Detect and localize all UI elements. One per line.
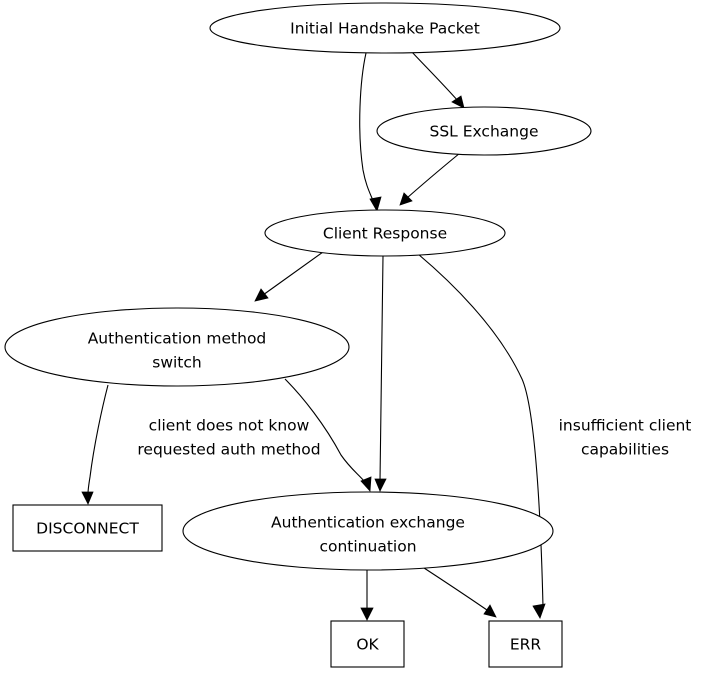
edge-auth-exchange-continuation-to-err (420, 565, 497, 618)
node-disconnect[interactable]: DISCONNECT (12, 504, 163, 552)
node-label-line-1: Authentication method (88, 330, 267, 348)
edge-client-response-to-err (417, 253, 546, 619)
edge-label-line-2: capabilities (581, 441, 669, 459)
node-initial-handshake-packet[interactable]: Initial Handshake Packet (209, 2, 561, 54)
node-err[interactable]: ERR (488, 620, 563, 668)
edge-ssl-exchange-to-client-response (399, 152, 461, 206)
edge-label-insufficient-client-capabilities: insufficient client capabilities (559, 417, 692, 459)
node-label-line-1: Authentication exchange (271, 514, 465, 532)
edge-path (379, 255, 384, 482)
node-authentication-exchange-continuation[interactable]: Authentication exchange continuation (182, 491, 554, 571)
edge-auth-exchange-continuation-to-ok (360, 570, 374, 621)
edge-path (417, 253, 544, 608)
edge-label-line-1: client does not know (149, 417, 310, 435)
node-ok[interactable]: OK (330, 620, 405, 668)
node-label: Initial Handshake Packet (290, 20, 480, 38)
node-ellipse[interactable] (376, 106, 592, 156)
node-ellipse[interactable] (4, 307, 350, 387)
arrowhead-icon (532, 603, 546, 619)
node-ssl-exchange[interactable]: SSL Exchange (376, 106, 592, 156)
node-label: SSL Exchange (430, 123, 539, 141)
node-ellipse[interactable] (209, 2, 561, 54)
edge-initial-handshake-to-client-response (359, 52, 382, 213)
arrowhead-icon (369, 196, 382, 213)
arrowhead-icon (451, 95, 465, 109)
node-box[interactable] (330, 620, 405, 668)
arrowhead-icon (254, 288, 269, 302)
edge-path (406, 152, 461, 199)
edge-label-line-2: requested auth method (137, 441, 320, 459)
edge-path (284, 378, 366, 483)
arrowhead-icon (81, 491, 94, 505)
edge-auth-method-switch-to-auth-exchange-continuation (284, 378, 372, 492)
arrowhead-icon (399, 192, 413, 206)
node-label: DISCONNECT (36, 520, 139, 538)
node-label: ERR (510, 636, 542, 654)
edge-client-response-to-auth-method-switch (254, 251, 324, 302)
node-ellipse[interactable] (264, 209, 506, 257)
node-label: Client Response (323, 225, 447, 243)
node-label: OK (356, 636, 379, 654)
node-box[interactable] (12, 504, 163, 552)
node-ellipse[interactable] (182, 491, 554, 571)
edge-label-line-1: insufficient client (559, 417, 692, 435)
node-label-line-2: continuation (319, 538, 416, 556)
arrowhead-icon (374, 478, 387, 492)
node-box[interactable] (488, 620, 563, 668)
arrowhead-icon (360, 607, 374, 621)
node-authentication-method-switch[interactable]: Authentication method switch (4, 307, 350, 387)
node-label-line-2: switch (152, 354, 201, 372)
edge-path (420, 565, 488, 611)
edge-path (262, 251, 324, 296)
node-client-response[interactable]: Client Response (264, 209, 506, 257)
edge-client-response-to-auth-exchange-continuation (374, 255, 387, 492)
edge-auth-method-switch-to-disconnect (81, 384, 109, 505)
edge-path (359, 52, 375, 204)
edge-initial-handshake-to-ssl-exchange (410, 50, 465, 109)
arrowhead-icon (360, 476, 372, 492)
edge-path (87, 384, 109, 495)
edge-label-client-does-not-know-requested-auth-method: client does not know requested auth meth… (137, 417, 320, 459)
edge-path (410, 50, 459, 102)
arrowhead-icon (483, 604, 497, 618)
